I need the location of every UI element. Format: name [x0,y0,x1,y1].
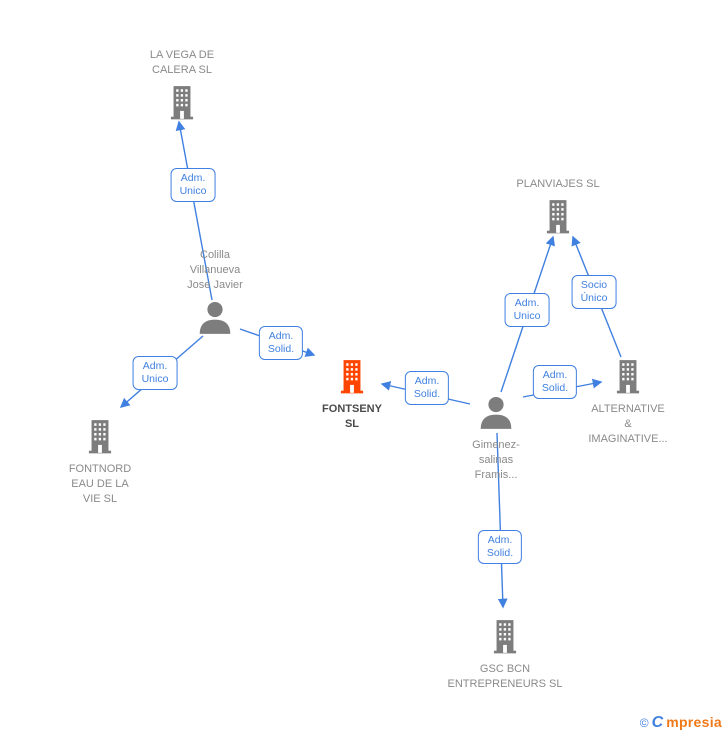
building-icon [539,198,577,236]
node-fontnord[interactable]: FONTNORD EAU DE LA VIE SL [30,418,170,507]
person-icon [477,394,515,432]
building-icon [81,418,119,456]
node-gimenez-salinas[interactable]: Gimenez- salinas Framis... [426,394,566,483]
edge-label-socio-unico: Socio Único [571,275,617,309]
company-name: GSC BCN ENTREPRENEURS SL [447,663,563,690]
brand-logo-text: mpresia [666,714,722,730]
node-planviajes[interactable]: PLANVIAJES SL [488,177,628,236]
person-name: Gimenez- salinas Framis... [472,439,520,481]
node-la-vega-de-calera[interactable]: LA VEGA DE CALERA SL [112,48,252,122]
building-icon-highlighted [333,358,371,396]
edge-label-adm-unico-lavega: Adm. Unico [170,168,216,202]
company-name: FONTNORD EAU DE LA VIE SL [68,463,132,505]
company-name: FONTSENY SL [322,403,382,430]
company-name: PLANVIAJES SL [516,178,600,190]
edge-label-adm-solid-gsc: Adm. Solid. [477,530,523,564]
company-name: ALTERNATIVE & IMAGINATIVE... [588,403,668,445]
edge-label-adm-unico-fontnord: Adm. Unico [132,356,178,390]
edge-label-adm-solid-fontseny-1: Adm. Solid. [258,326,304,360]
brand-logo-mark: C [651,714,664,731]
person-icon [196,299,234,337]
node-colilla-villanueva[interactable]: Colilla Villanueva Jose Javier [145,248,285,337]
node-alternative-imaginative[interactable]: ALTERNATIVE & IMAGINATIVE... [558,358,698,447]
node-fontseny[interactable]: FONTSENY SL [282,358,422,432]
node-gsc-bcn[interactable]: GSC BCN ENTREPRENEURS SL [435,618,575,692]
copyright-symbol: © [639,716,649,730]
building-icon [486,618,524,656]
company-name: LA VEGA DE CALERA SL [149,49,215,76]
edge-label-adm-unico-planviajes: Adm. Unico [504,293,550,327]
building-icon [609,358,647,396]
edge-label-adm-solid-fontseny-2: Adm. Solid. [404,371,450,405]
building-icon [163,84,201,122]
person-name: Colilla Villanueva Jose Javier [187,249,243,291]
edge-label-adm-solid-alternative: Adm. Solid. [532,365,578,399]
